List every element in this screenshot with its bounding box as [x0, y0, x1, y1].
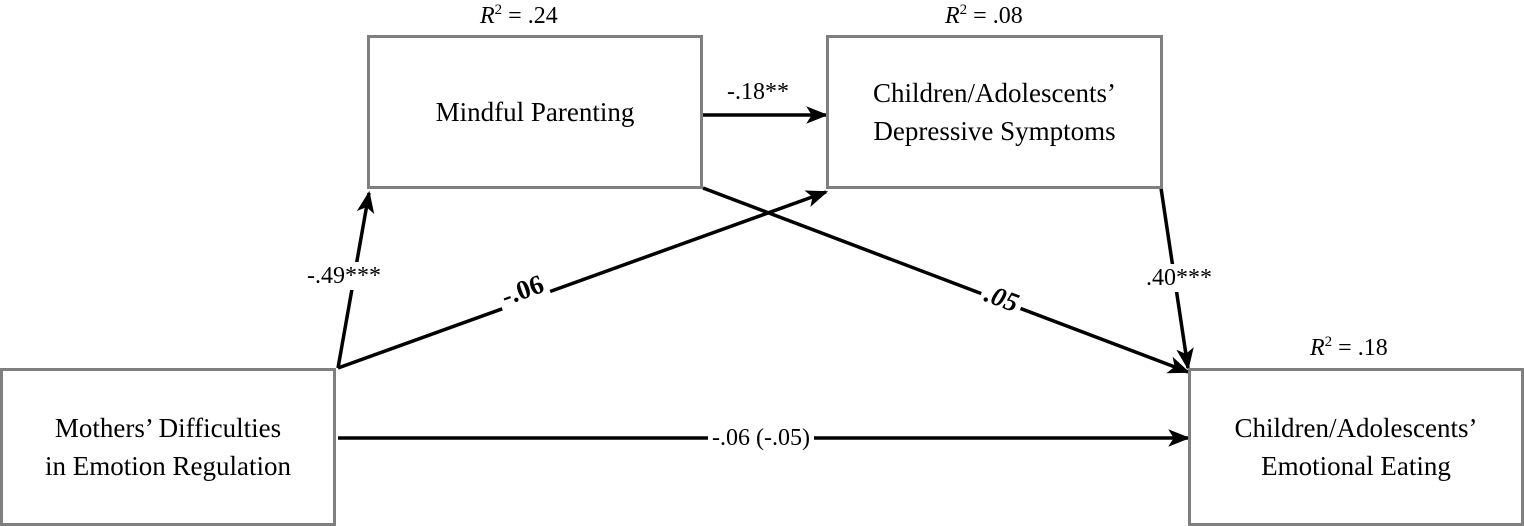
r-exponent: 2 — [1324, 334, 1333, 350]
r-squared-mindful: R2 = .24 — [480, 2, 558, 30]
r-squared-eating: R2 = .18 — [1310, 334, 1388, 362]
r-squared-depressive-value: = .08 — [967, 3, 1023, 29]
box-emotional-eating: Children/Adolescents’ Emotional Eating — [1188, 368, 1524, 526]
box-depressive-line1: Children/Adolescents’ — [873, 78, 1116, 108]
box-eating-line2: Emotional Eating — [1261, 451, 1451, 481]
coef-mothers-to-mindful: -.49*** — [303, 262, 385, 290]
r-exponent: 2 — [959, 2, 968, 18]
coef-depressive-to-eating: .40*** — [1142, 264, 1216, 292]
box-eating-line1: Children/Adolescents’ — [1234, 413, 1478, 443]
r-squared-mindful-value: = .24 — [502, 3, 558, 29]
box-mothers-difficulties: Mothers’ Difficulties in Emotion Regulat… — [0, 368, 336, 526]
r-squared-depressive: R2 = .08 — [945, 2, 1023, 30]
box-mothers-line2: in Emotion Regulation — [45, 451, 291, 481]
arrow-mothers-to-depressive — [337, 190, 829, 370]
box-depressive-symptoms: Children/Adolescents’ Depressive Symptom… — [826, 35, 1163, 189]
box-mothers-line1: Mothers’ Difficulties — [54, 413, 282, 443]
box-depressive-line2: Depressive Symptoms — [873, 116, 1116, 146]
r-symbol: R — [480, 3, 495, 29]
box-mindful-line1: Mindful Parenting — [435, 97, 635, 127]
r-squared-eating-value: = .18 — [1332, 335, 1388, 361]
coef-mindful-to-depressive: -.18** — [727, 79, 789, 105]
r-exponent: 2 — [494, 2, 503, 18]
arrow-mindful-to-eating — [702, 186, 1191, 374]
box-mindful-parenting: Mindful Parenting — [367, 35, 703, 189]
r-symbol: R — [1310, 335, 1325, 361]
coef-mothers-to-eating: -.06 (-.05) — [708, 424, 814, 452]
r-symbol: R — [945, 3, 960, 29]
